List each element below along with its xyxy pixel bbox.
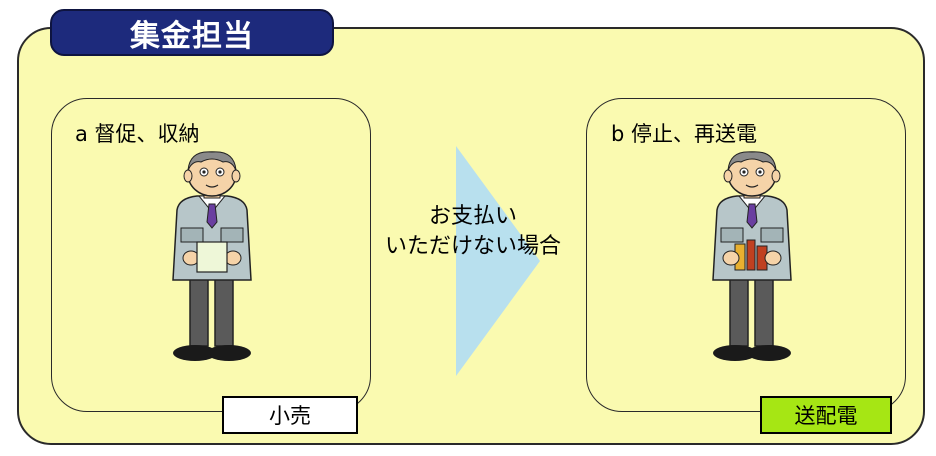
retail-tag-label: 小売 — [269, 404, 311, 428]
title-tab: 集金担当 — [50, 9, 334, 56]
arrow-caption-line-1: お支払い — [428, 204, 517, 229]
retail-tag: 小売 — [222, 396, 358, 434]
right-step-label: b 停止、再送電 — [611, 122, 758, 146]
transmission-tag: 送配電 — [760, 396, 892, 434]
worker-with-tools-icon — [712, 151, 792, 361]
left-step-box — [51, 98, 371, 412]
worker-with-paper-icon — [172, 151, 252, 361]
arrow-right-icon — [456, 146, 540, 376]
left-step-label: a 督促、収納 — [75, 122, 200, 146]
arrow-caption: お支払い いただけない場合 — [368, 202, 578, 262]
transmission-tag-label: 送配電 — [794, 404, 858, 428]
arrow-caption-line-2: いただけない場合 — [384, 234, 561, 259]
right-step-box — [586, 98, 906, 412]
title-text: 集金担当 — [130, 18, 254, 54]
